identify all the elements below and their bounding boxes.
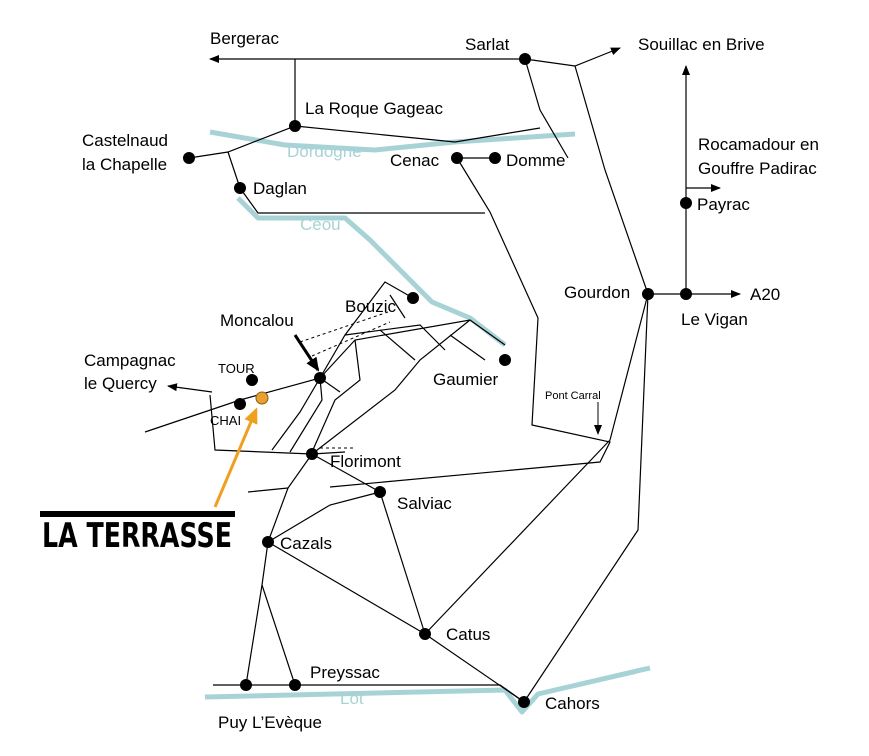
dot-chai: [234, 398, 246, 410]
logo-top-bar: [40, 511, 235, 517]
road-moncalou-east: [319, 319, 506, 379]
road-moncalou-bouzic: [319, 281, 414, 379]
la-terrasse-marker: [255, 391, 269, 405]
label-sarlat: Sarlat: [465, 35, 510, 54]
road-chai-florimont: [209, 394, 313, 455]
dot-bouzic: [407, 292, 419, 304]
label-tour: TOUR: [218, 361, 255, 376]
dot-florimont: [306, 448, 318, 460]
road-bouzic-branch-1: [344, 324, 446, 351]
dot-catus: [419, 628, 431, 640]
road-puy-cahors: [213, 684, 525, 703]
town-markers: [183, 53, 692, 708]
road-roque-cenac: [294, 125, 541, 143]
road-sarlat-gourdon: [574, 65, 649, 295]
river-dordogne: [209, 129, 576, 153]
label-payrac: Payrac: [697, 195, 750, 214]
road-sarlat-domme: [524, 58, 569, 159]
road-moncalou-southeast-2: [311, 319, 471, 455]
dot-payrac: [680, 197, 692, 209]
road-bouzic-branch-3: [449, 334, 486, 361]
road-daglan-east: [239, 187, 485, 214]
label-bergerac: Bergerac: [210, 29, 279, 48]
label-domme: Domme: [506, 151, 566, 170]
label-daglan: Daglan: [253, 179, 307, 198]
label-puy-leveque: Puy L’Evèque: [218, 713, 322, 732]
road-cazals-catus: [267, 541, 426, 635]
road-moncalou-south-1: [271, 377, 321, 451]
road-campagnac-arrow: [167, 383, 213, 393]
dot-tour: [246, 374, 258, 386]
label-cenac: Cenac: [390, 151, 440, 170]
dot-gaumier: [499, 354, 511, 366]
road-salviac-catus: [379, 491, 426, 635]
road-cazals-puy: [245, 541, 269, 686]
label-rocamadour-line1: Rocamadour en: [698, 135, 819, 154]
dot-sarlat: [519, 53, 531, 65]
label-gourdon: Gourdon: [564, 283, 630, 302]
dot-salviac: [374, 486, 386, 498]
road-salviac-cazals: [267, 491, 381, 543]
dot-moncalou: [314, 372, 326, 384]
label-preyssac: Preyssac: [310, 663, 380, 682]
road-florimont-salviac: [311, 453, 381, 493]
road-gourdon-cahors: [523, 293, 649, 703]
river-label-ceou: Ceou: [300, 215, 341, 234]
road-moncalou-southeast: [311, 339, 361, 453]
river-ceou: [236, 196, 507, 347]
dot-domme: [489, 152, 501, 164]
label-gaumier: Gaumier: [433, 370, 499, 389]
label-chai: CHAI: [210, 413, 241, 428]
river-label-dordogne: Dordogne: [287, 142, 362, 161]
dot-castelnaud: [183, 152, 195, 164]
dot-le-vigan: [680, 288, 692, 300]
dot-preyssac: [289, 679, 301, 691]
road-florimont-west: [247, 487, 289, 493]
label-florimont: Florimont: [330, 452, 401, 471]
road-cazals-preyssac: [261, 584, 296, 686]
dot-cahors: [518, 696, 530, 708]
label-campagnac-line2: le Quercy: [84, 374, 157, 393]
label-castelnaud-line2: la Chapelle: [82, 155, 167, 174]
label-pont-carral: Pont Carral: [545, 390, 601, 402]
label-souillac: Souillac en Brive: [638, 35, 765, 54]
dot-la-roque-gageac: [289, 120, 301, 132]
label-a20: A20: [750, 285, 780, 304]
dot-cenac: [451, 152, 463, 164]
label-bouzic: Bouzic: [345, 297, 397, 316]
label-campagnac-line1: Campagnac: [84, 351, 176, 370]
label-salviac: Salviac: [397, 494, 452, 513]
logo-text: LA TERRASSE: [42, 516, 232, 556]
label-cazals: Cazals: [280, 534, 332, 553]
river-label-lot: Lot: [340, 689, 364, 708]
dot-daglan: [234, 182, 246, 194]
road-bouzic-branch-4: [389, 294, 406, 319]
label-le-vigan: Le Vigan: [681, 310, 748, 329]
road-cenac-south: [329, 157, 611, 488]
road-gourdon-catus: [424, 293, 649, 635]
la-terrasse-pointer: [213, 407, 258, 508]
dot-puy-leveque: [240, 679, 252, 691]
label-cahors: Cahors: [545, 694, 600, 713]
label-rocamadour-line2: Gouffre Padirac: [698, 159, 817, 178]
place-labels: Bergerac Sarlat Souillac en Brive La Roq…: [82, 29, 819, 732]
tracks: [299, 311, 391, 449]
road-bouzic-branch-2: [379, 329, 416, 361]
river-lot: [204, 665, 651, 715]
dot-cazals: [262, 536, 274, 548]
road-moncalou-south-2: [289, 377, 323, 453]
track-2: [311, 321, 391, 357]
la-terrasse-logo: LA TERRASSE: [40, 511, 235, 556]
label-la-roque-gageac: La Roque Gageac: [305, 99, 443, 118]
label-castelnaud-line1: Castelnaud: [82, 131, 168, 150]
label-catus: Catus: [446, 625, 490, 644]
road-castelnaud-daglan: [227, 151, 241, 189]
dot-gourdon: [642, 288, 654, 300]
roads: [144, 47, 741, 703]
moncalou-pointer: [293, 334, 320, 372]
rivers: [204, 129, 651, 715]
label-moncalou: Moncalou: [220, 311, 294, 330]
road-to-souillac: [524, 47, 621, 67]
